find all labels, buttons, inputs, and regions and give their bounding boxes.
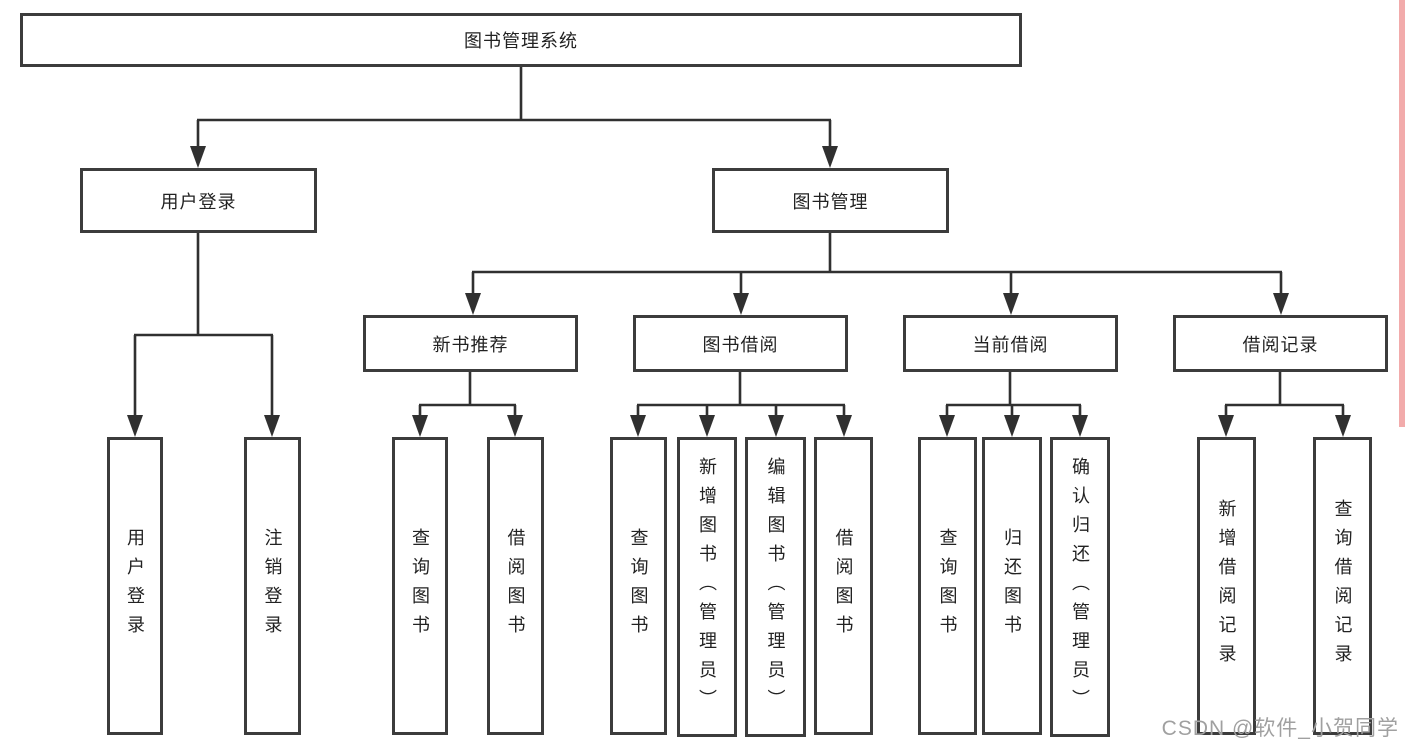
node-label: 编辑图书（管理员） [765,456,786,718]
node-new-book-recommend: 新书推荐 [363,315,578,372]
node-user-login: 用户登录 [80,168,317,233]
node-current-borrowing: 当前借阅 [903,315,1118,372]
node-book-management: 图书管理 [712,168,949,233]
right-edge-strip [1399,0,1405,427]
node-label: 归还图书 [1002,528,1022,644]
leaf-borrow-books-recommend: 借阅图书 [487,437,544,735]
node-label: 图书管理系统 [464,31,578,51]
node-label: 查询图书 [410,528,430,644]
node-label: 新书推荐 [432,334,509,355]
node-label: 借阅记录 [1242,334,1319,355]
node-label: 新增借阅记录 [1216,499,1237,673]
leaf-query-books-borrow: 查询图书 [610,437,667,735]
leaf-borrow-books: 借阅图书 [814,437,873,735]
leaf-query-borrow-record: 查询借阅记录 [1313,437,1372,735]
node-label: 借阅图书 [505,528,526,644]
node-label: 图书管理 [792,191,869,212]
node-label: 查询图书 [937,528,958,644]
node-label: 用户登录 [160,191,237,212]
csdn-watermark: CSDN @软件_小贺同学 [1161,717,1399,740]
leaf-add-books-admin: 新增图书（管理员） [677,437,737,737]
leaf-user-login: 用户登录 [107,437,163,735]
node-label: 新增图书（管理员） [697,456,717,718]
leaf-query-books-recommend: 查询图书 [392,437,448,735]
leaf-confirm-return-admin: 确认归还（管理员） [1050,437,1110,737]
arrowhead-icons [127,146,1351,437]
node-label: 查询借阅记录 [1332,499,1353,673]
node-label: 当前借阅 [972,334,1049,355]
node-borrowing-records: 借阅记录 [1173,315,1388,372]
leaf-add-borrow-record: 新增借阅记录 [1197,437,1256,735]
node-label: 用户登录 [125,528,145,644]
node-label: 确认归还（管理员） [1070,456,1090,718]
node-label: 查询图书 [628,528,649,644]
node-label: 借阅图书 [833,528,854,644]
node-book-borrowing: 图书借阅 [633,315,848,372]
node-label: 注销登录 [262,528,283,644]
leaf-return-books: 归还图书 [982,437,1042,735]
node-label: 图书借阅 [702,334,779,355]
leaf-logout: 注销登录 [244,437,301,735]
leaf-edit-books-admin: 编辑图书（管理员） [745,437,806,737]
leaf-query-books-current: 查询图书 [918,437,977,735]
node-library-management-system: 图书管理系统 [20,13,1022,67]
